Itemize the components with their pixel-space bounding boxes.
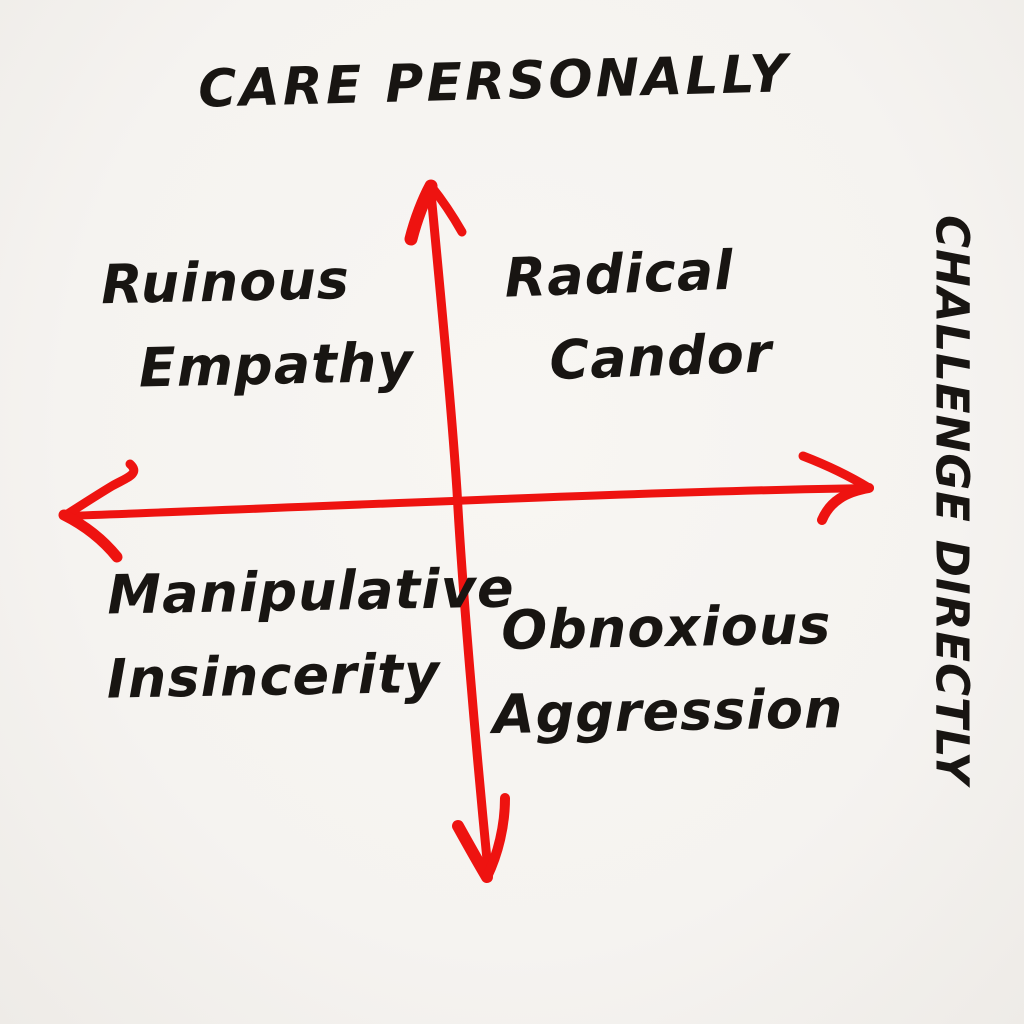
quadrant-label-line: Ruinous: [100, 248, 351, 317]
right-arrowhead-lower-barb: [817, 483, 874, 525]
up-arrowhead: [404, 179, 438, 246]
quadrant-label-line: Manipulative: [106, 556, 516, 627]
left-arrowhead-upper-barb: [61, 459, 139, 520]
quadrant-top-left-ruinous-empathy: Ruinous Empathy: [100, 237, 414, 411]
quadrant-label-line: Candor: [548, 321, 774, 392]
quadrant-top-right-radical-candor: Radical Candor: [503, 227, 774, 404]
quadrant-label-line: Insincerity: [106, 641, 441, 711]
quadrant-label-line: Aggression: [492, 676, 844, 746]
quadrant-label-line: Radical: [503, 238, 735, 310]
quadrant-bottom-left-manipulative-insincerity: Manipulative Insincerity: [106, 546, 517, 720]
left-arrowhead-lower-barb: [58, 509, 123, 563]
horizontal-axis-line: [60, 484, 874, 520]
right-arrowhead-upper-barb: [798, 451, 874, 493]
horizontal-axis-label-challenge-directly: CHALLENGE DIRECTLY: [925, 214, 979, 786]
quadrant-bottom-right-obnoxious-aggression: Obnoxious Aggression: [492, 583, 845, 756]
down-arrowhead-right-barb: [482, 793, 510, 882]
quadrant-label-line: Obnoxious: [500, 593, 832, 662]
vertical-axis-line: [426, 188, 493, 875]
up-arrowhead-right-barb: [426, 181, 467, 237]
quadrant-label-line: Empathy: [138, 330, 415, 400]
